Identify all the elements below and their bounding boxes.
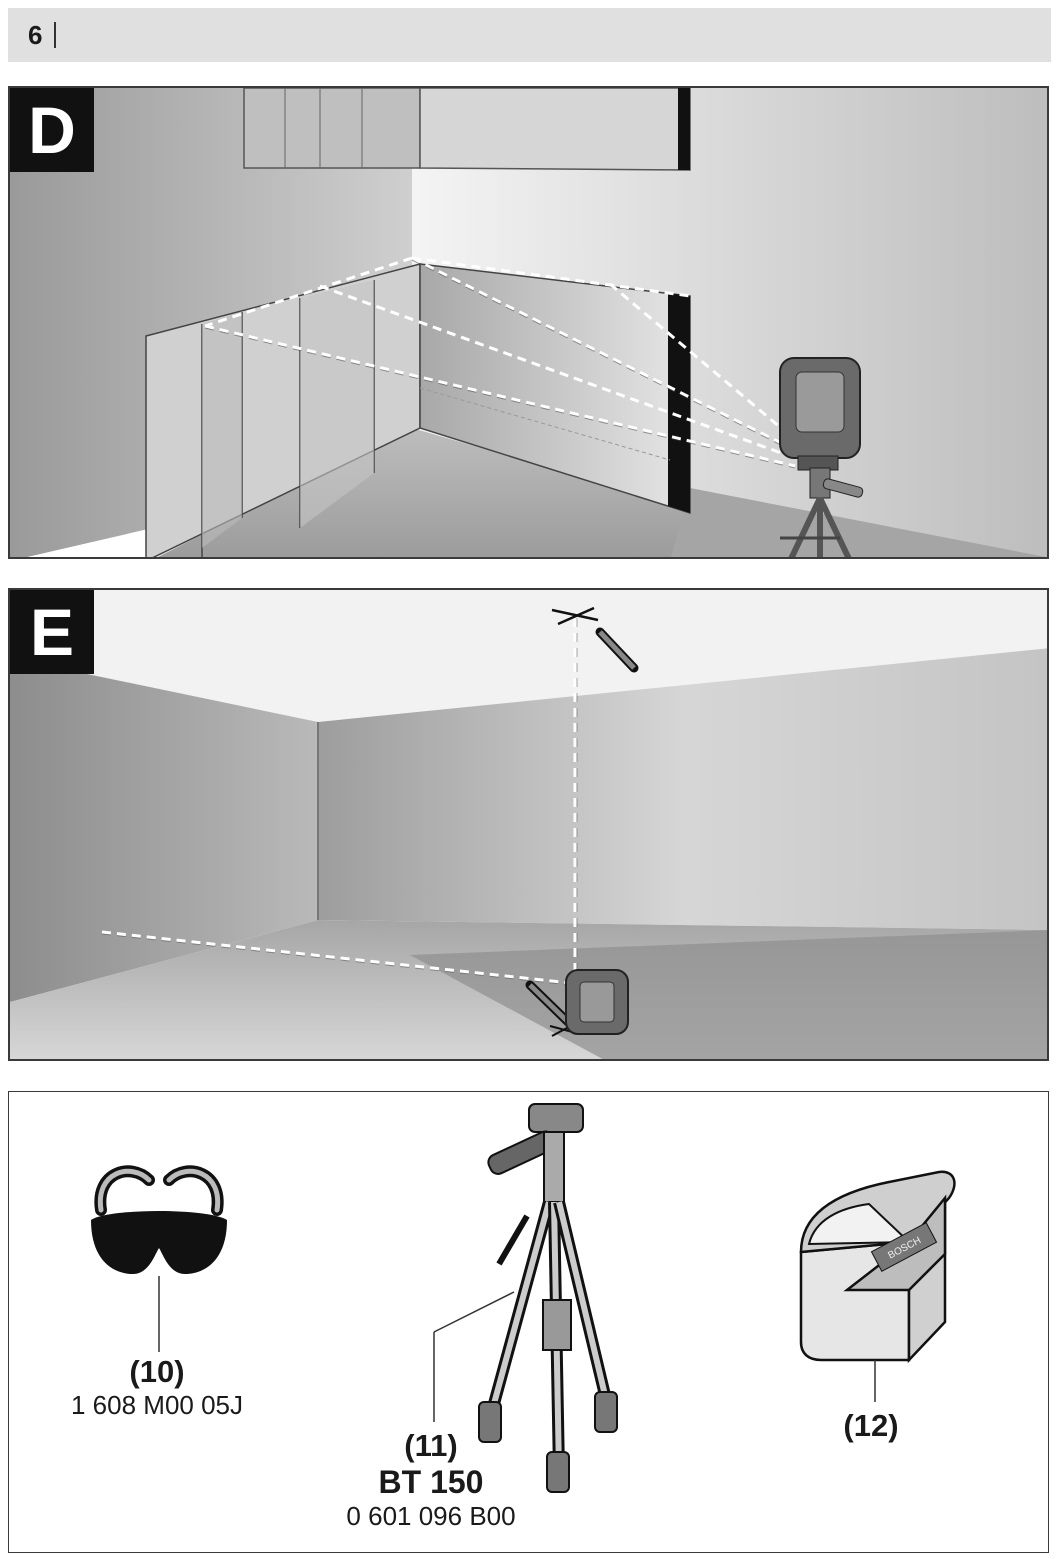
figure-d: D <box>8 86 1049 559</box>
carrying-pouch-icon: BOSCH <box>801 1172 954 1402</box>
figure-d-illustration <box>10 88 1049 559</box>
pouch-label: (12) <box>843 1408 898 1444</box>
laser-glasses-icon <box>91 1171 227 1352</box>
figure-e-illustration <box>10 590 1049 1061</box>
accessories-panel: BOSCH (10) 1 608 M00 05J (11) BT 150 0 6… <box>8 1091 1049 1553</box>
wall-cabinet-right <box>420 88 690 170</box>
tripod-label: (11) BT 150 0 601 096 B00 <box>346 1428 515 1532</box>
wall-cabinet-left <box>244 88 420 168</box>
page-header: 6 <box>8 8 1051 62</box>
figure-e: E <box>8 588 1049 1061</box>
glasses-label: (10) 1 608 M00 05J <box>71 1354 243 1421</box>
laser-level-on-floor <box>566 970 628 1034</box>
tripod-model: BT 150 <box>346 1464 515 1501</box>
glasses-ref: (10) <box>71 1354 243 1390</box>
page-number-divider <box>54 22 56 48</box>
pouch-ref: (12) <box>843 1408 898 1444</box>
figure-e-label: E <box>10 590 94 674</box>
figure-d-label: D <box>10 88 94 172</box>
tripod-part-number: 0 601 096 B00 <box>346 1501 515 1532</box>
glasses-part-number: 1 608 M00 05J <box>71 1390 243 1421</box>
page-number: 6 <box>28 20 42 51</box>
accessories-illustration: BOSCH <box>9 1092 1049 1553</box>
tripod-ref: (11) <box>346 1428 515 1464</box>
